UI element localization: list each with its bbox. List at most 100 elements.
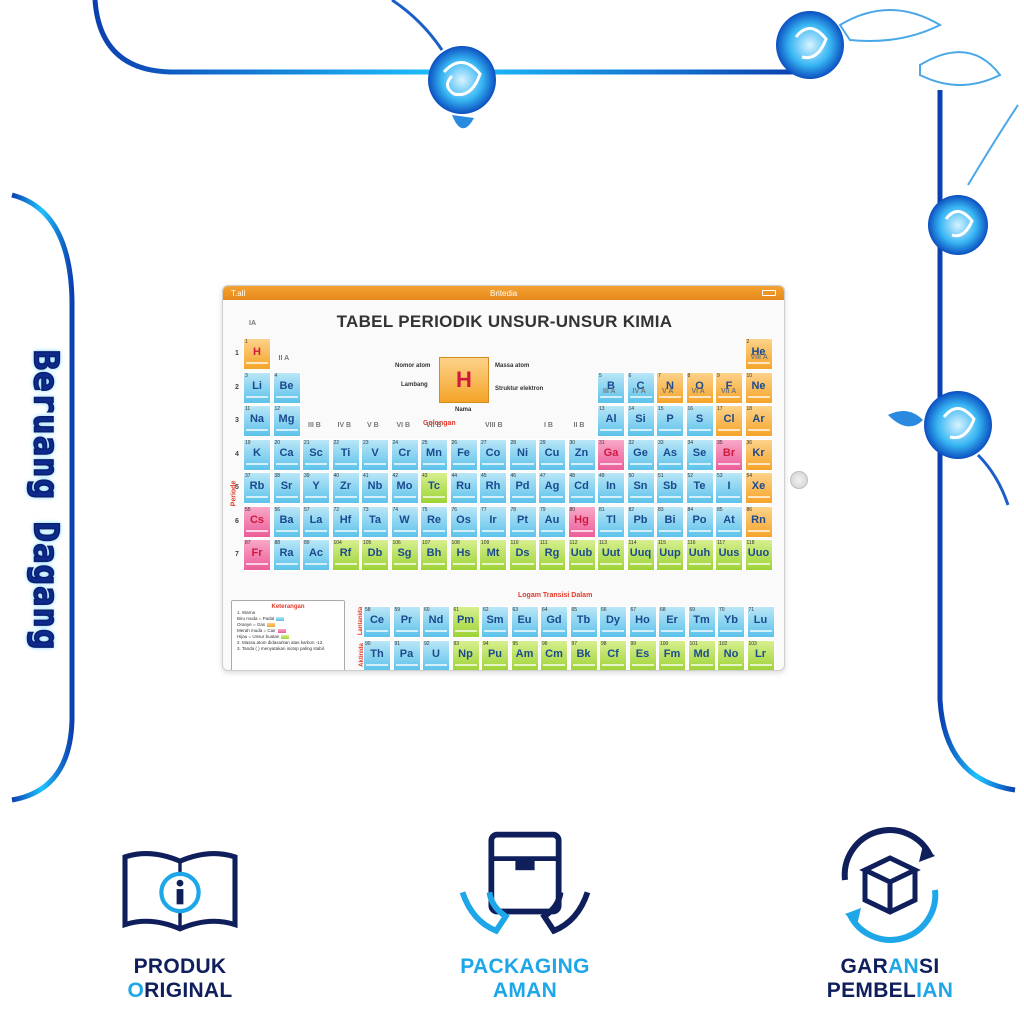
element-symbol: Ag (544, 480, 560, 492)
brand-watermark: Beruang Dagang (0, 300, 90, 700)
atomic-number: 69 (689, 607, 696, 613)
element-symbol: Tb (576, 614, 591, 626)
element-symbol: Ne (751, 379, 766, 392)
rose-right-middle (888, 391, 1010, 506)
element-symbol: C (636, 379, 645, 392)
element-detail (600, 462, 622, 465)
atomic-number: 16 (687, 406, 694, 412)
element-symbol: Zn (574, 446, 589, 459)
atomic-number: 78 (510, 506, 517, 513)
element-detail (629, 429, 652, 431)
element-detail (570, 462, 593, 465)
atomic-number: 83 (658, 506, 664, 513)
atomic-number: 85 (717, 506, 723, 513)
element-detail (395, 663, 418, 666)
element-symbol: Rh (485, 480, 501, 492)
element-detail (631, 663, 654, 666)
element-symbol: Nd (428, 614, 444, 626)
element-symbol: Mo (396, 480, 413, 492)
element-detail (366, 663, 388, 666)
element-symbol: Ho (635, 614, 650, 626)
atomic-number: 35 (717, 439, 723, 446)
key-nomor-atom: Nomor atom (395, 363, 431, 369)
tablet-home-button (790, 471, 808, 489)
element-symbol: Ba (279, 513, 294, 526)
atomic-number: 24 (392, 439, 399, 446)
element-symbol: Uup (659, 547, 681, 559)
element-detail (629, 496, 652, 498)
atomic-number: 114 (628, 540, 637, 546)
period-number: 1 (235, 350, 239, 357)
element-detail (482, 529, 504, 532)
element-detail (364, 462, 386, 465)
atomic-number: 100 (660, 640, 669, 647)
atomic-number: 20 (274, 439, 281, 446)
atomic-number: 77 (481, 506, 487, 513)
element-detail (452, 462, 475, 465)
box-cycle-icon (841, 827, 939, 943)
element-detail (541, 529, 563, 532)
atomic-number: 44 (451, 473, 458, 479)
atomic-number: 7 (658, 372, 661, 379)
element-symbol: Db (367, 547, 383, 559)
element-detail (364, 529, 386, 532)
atomic-number: 93 (453, 640, 460, 647)
element-symbol: Tc (427, 480, 441, 492)
element-symbol: Ca (279, 446, 294, 459)
group-label: IV B (337, 422, 352, 429)
atomic-number: 49 (599, 473, 605, 479)
element-detail (425, 663, 447, 666)
atomic-number: 45 (481, 473, 487, 479)
signal-text: T.all (231, 288, 246, 298)
atomic-number: 90 (365, 640, 371, 647)
atomic-number: 27 (481, 439, 487, 446)
element-symbol: Uus (718, 547, 740, 559)
element-detail (482, 462, 504, 465)
element-symbol: S (695, 413, 704, 425)
element-symbol: Se (692, 446, 707, 459)
element-detail (454, 663, 477, 666)
feature-label: PRODUK ORIGINAL (127, 955, 233, 1002)
element-detail (246, 395, 268, 398)
element-detail (600, 496, 622, 498)
element-detail (718, 563, 740, 565)
atomic-number: 105 (363, 540, 372, 546)
atomic-number: 118 (746, 540, 755, 546)
element-symbol: Md (693, 647, 710, 660)
atomic-number: 21 (304, 439, 310, 446)
element-symbol: At (723, 513, 735, 526)
element-detail (688, 462, 711, 465)
element-detail (718, 496, 740, 498)
atomic-number: 106 (392, 540, 401, 546)
element-symbol: Ga (603, 446, 619, 459)
element-symbol: Np (458, 647, 473, 660)
element-symbol: Pm (456, 614, 475, 626)
element-detail (629, 529, 652, 532)
element-symbol: Re (426, 513, 442, 526)
element-detail (334, 563, 357, 565)
element-detail (749, 630, 772, 632)
element-detail (275, 496, 298, 498)
element-detail (334, 462, 357, 465)
